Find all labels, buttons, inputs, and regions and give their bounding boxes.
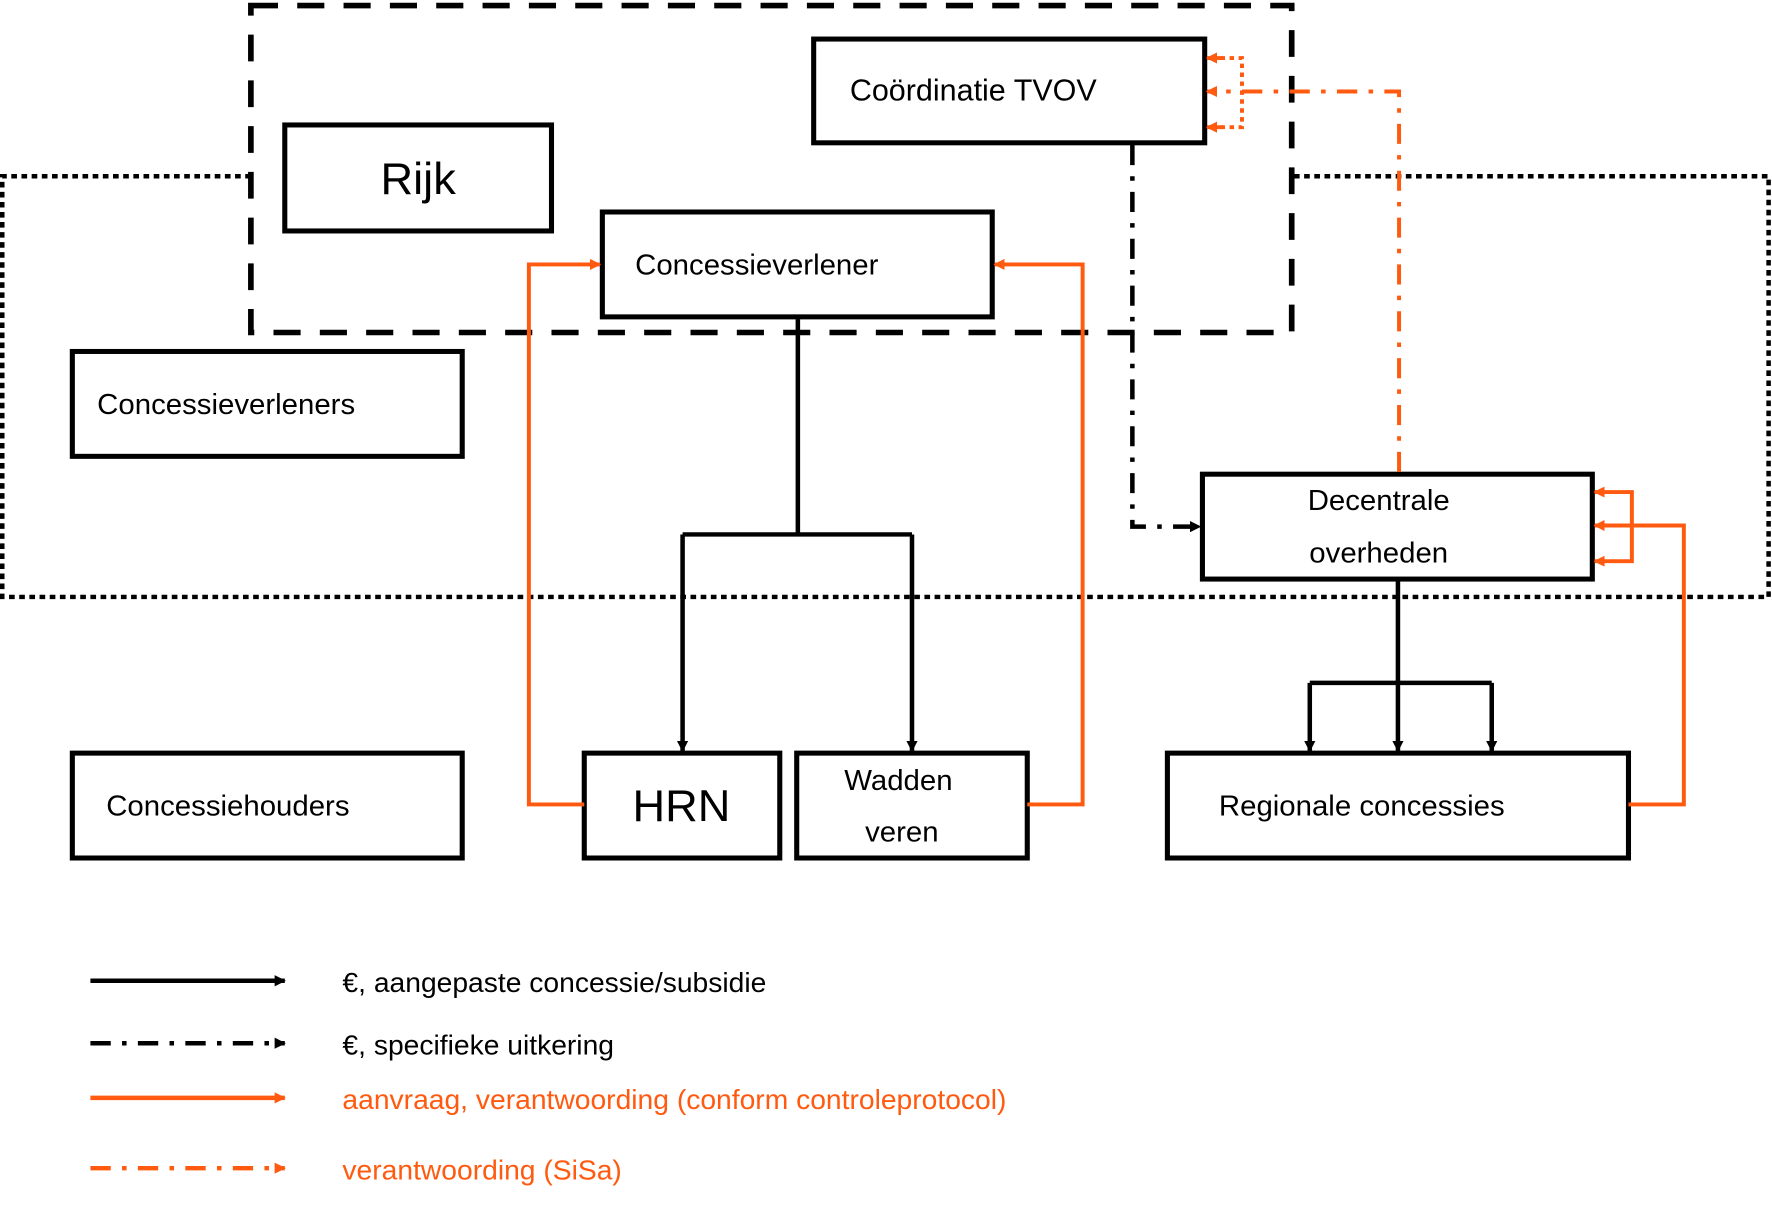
concessiehouders-label: Concessiehouders: [106, 791, 349, 823]
legend-label: €, specifieke uitkering: [342, 1030, 614, 1061]
decentrale-box[interactable]: [1199, 471, 1595, 582]
concessieverlener-label: Concessieverlener: [635, 250, 879, 282]
arrow-regionale-to-decentrale-top: [1593, 486, 1634, 526]
rijk-label: Rijk: [380, 153, 456, 204]
legend-item-solid-orange: aanvraag, verantwoording (conform contro…: [90, 1084, 1006, 1115]
legend-item-dashdot-black: €, specifieke uitkering: [90, 1030, 614, 1061]
rijk-boundary: [248, 2, 1295, 336]
legend-label: €, aangepaste concessie/subsidie: [342, 967, 766, 998]
wadden-label-line1: Wadden: [844, 765, 952, 797]
sisa-bracket: [1220, 56, 1244, 130]
legend-label: aanvraag, verantwoording (conform contro…: [342, 1084, 1006, 1115]
arrow-coordinatie-to-decentrale: [1130, 145, 1202, 533]
regionale-label: Regionale concessies: [1219, 791, 1505, 823]
concessieverleners-box[interactable]: [69, 348, 465, 459]
legend: €, aangepaste concessie/subsidie €, spec…: [90, 967, 1006, 1185]
concessieverleners-label: Concessieverleners: [97, 389, 355, 421]
regionale-box[interactable]: [1164, 750, 1632, 861]
arrow-decentrale-to-coordinatie: [1205, 85, 1402, 472]
arrow-regionale-to-decentrale: [1593, 519, 1686, 807]
concessieverlener-box[interactable]: [599, 209, 995, 320]
rijk-box[interactable]: [282, 122, 555, 234]
hrn-label: HRN: [632, 780, 730, 831]
legend-item-solid-black: €, aangepaste concessie/subsidie: [90, 967, 766, 998]
concessieverleners-boundary: [0, 174, 1771, 600]
coordinatie-label: Coördinatie TVOV: [850, 75, 1098, 108]
concessiehouders-box[interactable]: [69, 750, 465, 861]
decentrale-label-line1: Decentrale: [1308, 485, 1450, 517]
legend-item-dashdot-orange: verantwoording (SiSa): [90, 1154, 622, 1185]
coordinatie-box[interactable]: [811, 36, 1208, 146]
arrow-hrn-to-concessieverlener: [526, 258, 602, 807]
wadden-label-line2: veren: [865, 816, 938, 848]
legend-label: verantwoording (SiSa): [342, 1154, 621, 1185]
arrow-regionale-to-decentrale-bottom: [1593, 525, 1634, 567]
arrow-wadden-to-concessieverlener: [993, 258, 1085, 807]
decentrale-label-line2: overheden: [1309, 537, 1448, 569]
wadden-box[interactable]: [794, 750, 1030, 861]
